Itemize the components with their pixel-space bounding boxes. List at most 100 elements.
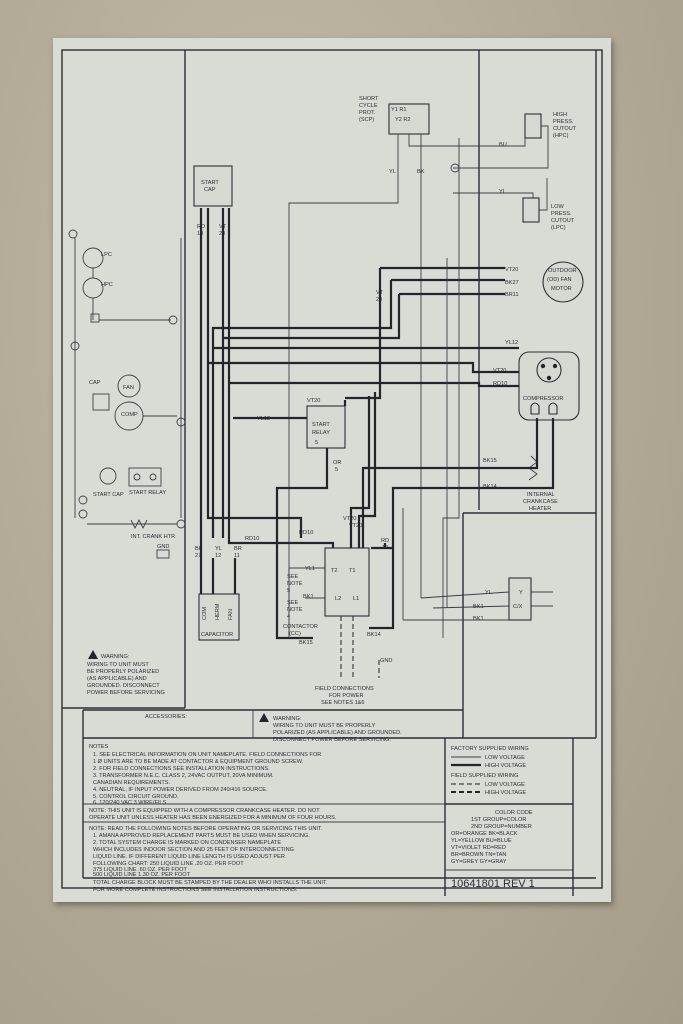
start-capacitor: START CAP RD 10 VT 20 [193,165,233,237]
svg-text:(OD) FAN: (OD) FAN [547,277,572,283]
run-capacitor: BK 27 YL 12 BR 11 COM HERM FAN CAPACITOR [195,546,242,641]
svg-text:START CAP: START CAP [93,492,124,498]
svg-text:FAN: FAN [228,609,234,620]
svg-text:SHORT: SHORT [359,96,379,102]
svg-text:HIGH: HIGH [553,112,567,118]
left-warning: WARNING: WIRING TO UNIT MUST BE PROPERLY… [87,650,165,696]
svg-text:T2: T2 [331,568,338,574]
svg-text:BR: BR [234,546,242,552]
svg-text:START RELAY: START RELAY [129,490,166,496]
svg-text:YL12: YL12 [505,340,518,346]
svg-text:COM: COM [202,607,208,620]
svg-text:COMPRESSOR: COMPRESSOR [523,396,563,402]
svg-text:MOTOR: MOTOR [551,286,572,292]
svg-text:SEE NOTES 1&6: SEE NOTES 1&6 [321,700,365,706]
svg-text:(HPC): (HPC) [553,133,569,139]
svg-text:RELAY: RELAY [312,430,330,436]
svg-text:YL: YL [215,546,222,552]
wire-label-yl-top: YL [389,169,396,175]
svg-text:FIELD CONNECTIONS: FIELD CONNECTIONS [315,686,374,692]
svg-text:YL=YELLOW BU=BLUE: YL=YELLOW BU=BLUE [451,838,512,844]
accessories-label: ACCESSORIES: [145,714,187,720]
svg-text:GND: GND [380,658,392,664]
wiring-diagram-sheet: SHORT CYCLE PROT. (SCP) Y1 R1 Y2 R2 HIGH… [53,38,611,902]
color-code-table: COLOR CODE 1ST GROUP=COLOR 2ND GROUP=NUM… [451,810,533,865]
scp-wiring [288,125,549,638]
svg-text:BK: BK [195,546,203,552]
svg-text:L2: L2 [335,596,341,602]
svg-text:27: 27 [195,553,201,559]
svg-text:START: START [201,180,219,186]
svg-text:VT20: VT20 [349,523,362,529]
svg-text:HPC: HPC [101,282,113,288]
svg-text:COLOR CODE: COLOR CODE [495,810,533,816]
control-terminal-block: Y C/X YL BK1 BK1 [473,577,553,622]
svg-text:FACTORY SUPPLIED WIRING: FACTORY SUPPLIED WIRING [451,746,529,752]
svg-text:RD10: RD10 [245,536,259,542]
svg-text:FOR POWER: FOR POWER [329,693,364,699]
svg-text:BE PROPERLY POLARIZED: BE PROPERLY POLARIZED [87,669,159,675]
svg-text:SEE: SEE [287,600,298,606]
svg-text:RD: RD [381,538,389,544]
svg-text:WIRING TO UNIT MUST BE PROPERL: WIRING TO UNIT MUST BE PROPERLY [273,723,376,729]
svg-text:LOW VOLTAGE: LOW VOLTAGE [485,782,525,788]
svg-text:NOTE: NOTE [287,581,303,587]
svg-text:LOW VOLTAGE: LOW VOLTAGE [485,755,525,761]
svg-text:HEATER: HEATER [529,506,551,512]
svg-text:OR=ORANGE BK=BLACK: OR=ORANGE BK=BLACK [451,831,518,837]
svg-text:4. NEUTRAL, IF INPUT POWER DER: 4. NEUTRAL, IF INPUT POWER DERIVED FROM … [93,787,268,793]
svg-text:GND: GND [157,544,169,550]
svg-text:YL1: YL1 [305,566,315,572]
svg-text:WARNING:: WARNING: [101,654,130,660]
svg-text:VT20: VT20 [343,516,356,522]
svg-text:GROUNDED. DISCONNECT: GROUNDED. DISCONNECT [87,683,160,689]
wire-label-bu: BU [499,142,507,148]
low-voltage-wiring [288,138,510,638]
svg-text:VT20: VT20 [307,398,320,404]
svg-text:PRESS.: PRESS. [551,211,572,217]
svg-text:POWER BEFORE SERVICING: POWER BEFORE SERVICING [87,690,165,696]
svg-text:LPC: LPC [101,252,112,258]
svg-text:BR11: BR11 [505,292,519,298]
svg-text:1. AMANA APPROVED REPLACEMENT: 1. AMANA APPROVED REPLACEMENT PARTS MUST… [93,833,310,839]
wiring-diagram: SHORT CYCLE PROT. (SCP) Y1 R1 Y2 R2 HIGH… [61,49,603,896]
center-warning: WARNING: WIRING TO UNIT MUST BE PROPERLY… [259,713,402,743]
svg-text:OR: OR [333,460,341,466]
svg-text:HIGH VOLTAGE: HIGH VOLTAGE [485,763,526,769]
svg-text:11: 11 [234,553,240,559]
svg-text:(AS APPLICABLE) AND: (AS APPLICABLE) AND [87,676,147,682]
svg-text:INT. CRANK HTR: INT. CRANK HTR [131,534,175,540]
svg-text:BK1: BK1 [303,594,314,600]
svg-text:Y2 R2: Y2 R2 [395,117,411,123]
svg-text:(SCP): (SCP) [359,117,374,123]
outdoor-fan-motor: OUTDOOR (OD) FAN MOTOR VT20 BK27 BR11 [505,261,584,303]
svg-text:OPERATE UNIT UNLESS HEATER HAS: OPERATE UNIT UNLESS HEATER HAS BEEN ENER… [89,815,337,821]
low-pressure-cutout: LOW PRESS. CUTOUT (LPC) [522,197,575,231]
svg-text:POLARIZED (AS APPLICABLE) AND: POLARIZED (AS APPLICABLE) AND GROUNDED. [273,730,402,736]
svg-text:START: START [312,422,330,428]
svg-text:(LPC): (LPC) [551,225,566,231]
svg-text:WHICH INCLUDES INDOOR SECTION: WHICH INCLUDES INDOOR SECTION AND 25 FEE… [93,847,294,853]
start-relay: START RELAY 5 VT20 YL12 [257,398,346,449]
svg-text:CUTOUT: CUTOUT [553,126,577,132]
svg-text:HIGH VOLTAGE: HIGH VOLTAGE [485,790,526,796]
wire-label-yl: YL [499,189,506,195]
svg-text:HERM: HERM [215,603,221,620]
svg-text:1. SEE ELECTRICAL INFORMATION: 1. SEE ELECTRICAL INFORMATION ON UNIT NA… [93,752,321,758]
svg-text:FOR MORE COMPLETE INSTRUCTIONS: FOR MORE COMPLETE INSTRUCTIONS SEE INSTA… [93,887,298,893]
ladder-schematic [68,229,186,559]
crankcase-note: NOTE: THIS UNIT IS EQUIPPED WITH A COMPR… [89,808,337,821]
svg-text:RD10: RD10 [299,530,313,536]
short-cycle-protector: SHORT CYCLE PROT. (SCP) Y1 R1 Y2 R2 [359,96,430,135]
svg-text:BK14: BK14 [367,632,381,638]
svg-text:5: 5 [315,440,318,446]
svg-text:BR=BROWN TN=TAN: BR=BROWN TN=TAN [451,852,506,858]
svg-text:OUTDOOR: OUTDOOR [548,268,577,274]
charge-notes: NOTE: READ THE FOLLOWING NOTES BEFORE OP… [89,826,328,893]
svg-text:FAN: FAN [123,385,134,391]
svg-text:CANADIAN REQUIREMENTS.: CANADIAN REQUIREMENTS. [93,780,171,786]
svg-text:500 LIQUID LINE 1.30 OZ. PER: 500 LIQUID LINE 1.30 OZ. PER FOOT [93,872,191,878]
svg-text:BK15: BK15 [483,458,497,464]
svg-text:LOW: LOW [551,204,564,210]
svg-text:GY=GREY GY=GRAY: GY=GREY GY=GRAY [451,859,507,865]
